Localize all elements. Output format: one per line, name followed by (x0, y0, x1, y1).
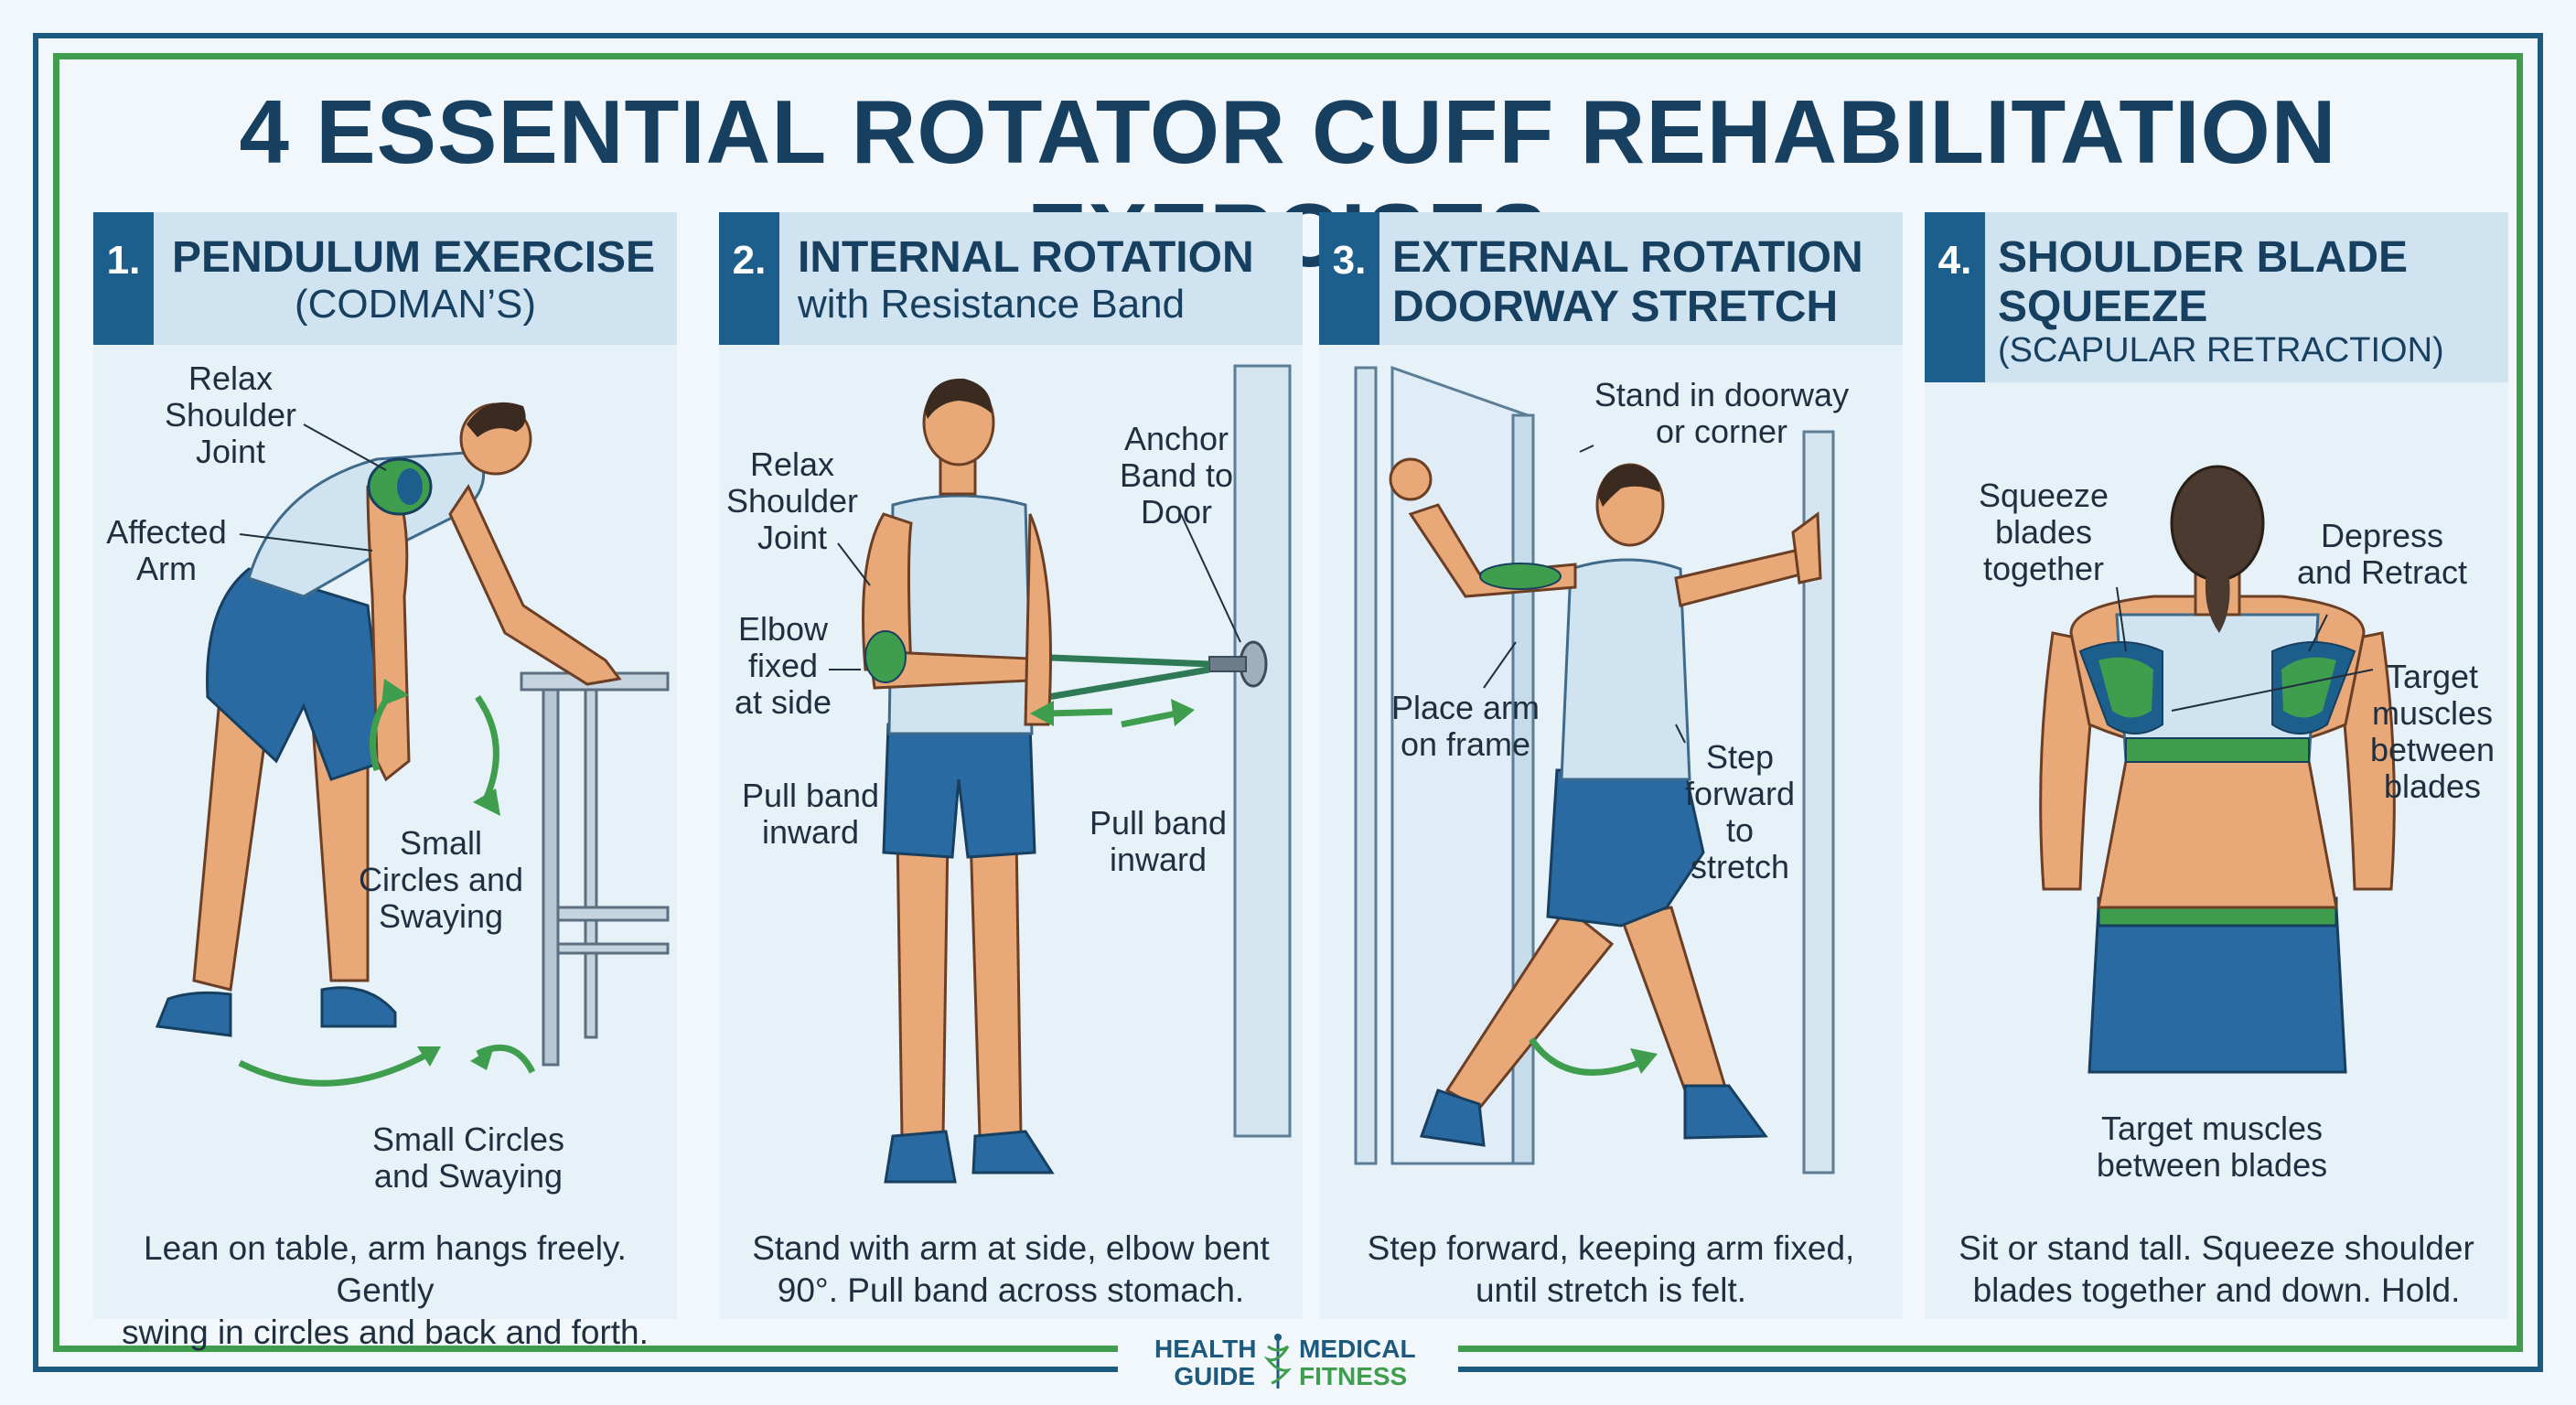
pendulum-illustration (155, 402, 670, 1087)
panel-shoulder-blade-squeeze: 4. SHOULDER BLADE SQUEEZE (SCAPULAR RETR… (1925, 212, 2508, 1319)
step-number: 3. (1319, 212, 1379, 345)
caduceus-icon (1263, 1334, 1293, 1389)
panel-header: 3. EXTERNAL ROTATION DOORWAY STRETCH (1319, 212, 1903, 345)
step-number: 2. (719, 212, 779, 345)
panel-header: 4. SHOULDER BLADE SQUEEZE (SCAPULAR RETR… (1925, 212, 2508, 382)
heading-line2: with Resistance Band (798, 282, 1186, 327)
panel-internal-rotation: 2. INTERNAL ROTATION with Resistance Ban… (719, 212, 1303, 1319)
door-anchor-icon (1208, 640, 1268, 688)
caption: Step forward, keeping arm fixed,until st… (1367, 1229, 1855, 1309)
heading-line2: (CODMAN’S) (295, 282, 536, 327)
step-number: 4. (1925, 212, 1985, 382)
panel-header: 1. PENDULUM EXERCISE (CODMAN’S) (93, 212, 677, 345)
internal-rotation-illustration (829, 364, 1292, 1184)
doorway-stretch-illustration (1354, 365, 1835, 1174)
heading-line1: INTERNAL ROTATION (798, 233, 1254, 282)
heading-line1: EXTERNAL ROTATION (1392, 233, 1863, 282)
panel-header: 2. INTERNAL ROTATION with Resistance Ban… (719, 212, 1303, 345)
panel-pendulum: 1. PENDULUM EXERCISE (CODMAN’S) (93, 212, 677, 1351)
heading-line3: (SCAPULAR RETRACTION) (1998, 331, 2444, 370)
heading-line1: PENDULUM EXERCISE (172, 233, 656, 282)
heading-line1: SHOULDER BLADE (1998, 233, 2409, 282)
back-view-figure-icon (2039, 465, 2396, 1074)
panel-external-rotation: 3. EXTERNAL ROTATION DOORWAY STRETCH (1319, 212, 1903, 1319)
heading-line2: SQUEEZE (1998, 283, 2208, 331)
table-icon (520, 671, 670, 1067)
resistance-band-icon (1029, 653, 1210, 701)
forward-arrow-icon (1529, 1036, 1658, 1076)
heading-line2: DOORWAY STRETCH (1392, 283, 1839, 331)
step-number: 1. (93, 212, 154, 345)
